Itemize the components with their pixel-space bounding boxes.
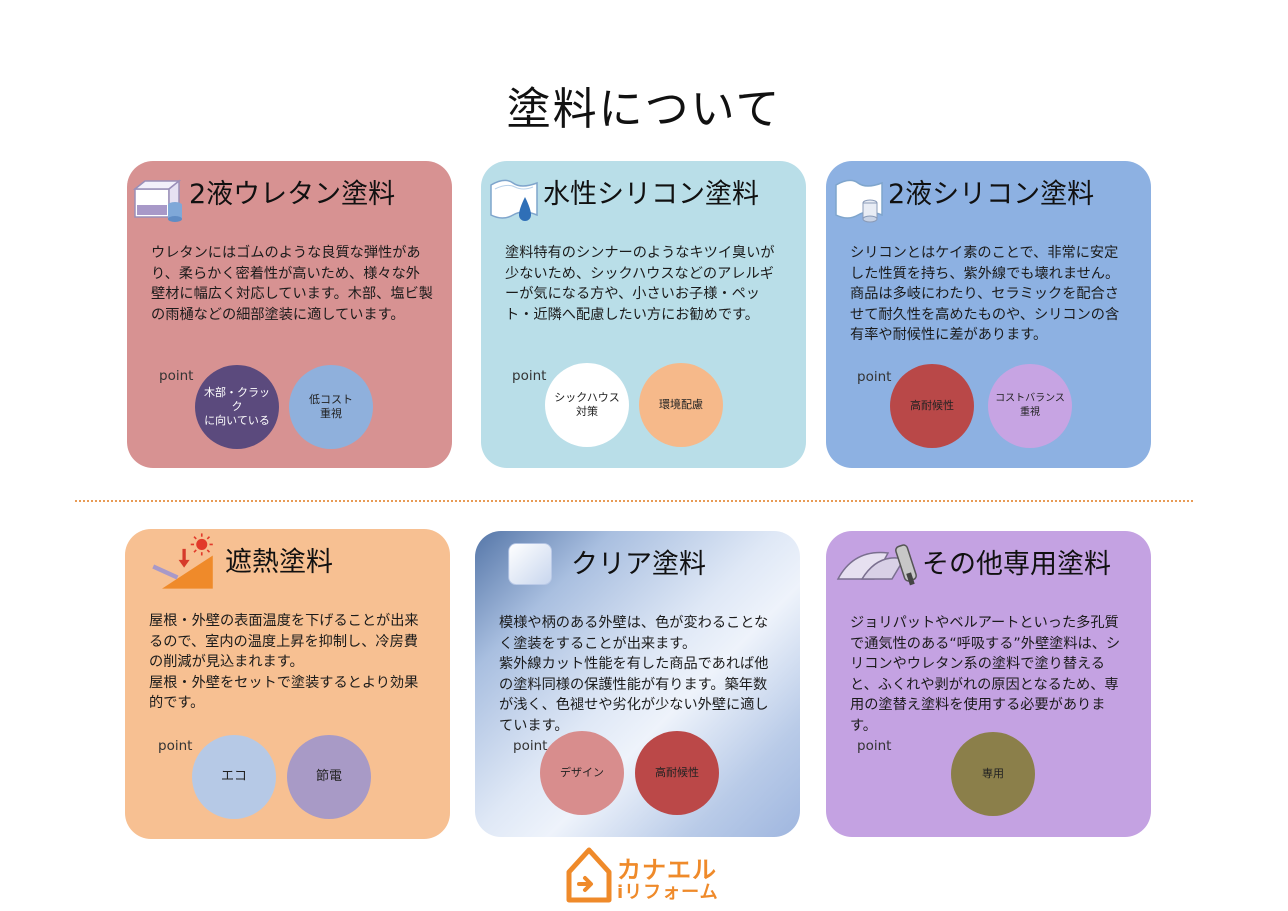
point-label: point: [159, 368, 194, 384]
point-label: point: [513, 738, 548, 754]
point-badge: 専用: [951, 732, 1035, 816]
clear-block-icon: [508, 543, 553, 586]
point-badge: 環境配慮: [639, 363, 723, 447]
card-title: 2液シリコン塗料: [888, 179, 1095, 210]
point-badge: コストバランス 重視: [988, 364, 1072, 448]
point-badge: 低コスト 重視: [289, 365, 373, 449]
point-badge: シックハウス 対策: [545, 363, 629, 447]
paint-can-icon: [132, 179, 182, 222]
water-drop-icon: [490, 179, 538, 221]
card-2-liquid-silicone: 2液シリコン塗料 シリコンとはケイ素のことで、非常に安定した性質を持ち、紫外線で…: [826, 161, 1151, 468]
point-badge: エコ: [192, 735, 276, 819]
card-description: 塗料特有のシンナーのようなキツイ臭いが少ないため、シックハウスなどのアレルギーが…: [505, 245, 775, 323]
point-badge: 節電: [287, 735, 371, 819]
company-logo: カナエル iリフォーム: [565, 846, 725, 904]
card-title: 遮熱塗料: [225, 547, 333, 578]
card-title: 水性シリコン塗料: [543, 179, 759, 210]
paint-can-icon: [835, 179, 883, 223]
point-label: point: [158, 738, 193, 754]
card-description: シリコンとはケイ素のことで、非常に安定した性質を持ち、紫外線でも壊れません。商品…: [850, 245, 1120, 343]
point-badge: 木部・クラック に向いている: [195, 365, 279, 449]
point-label: point: [512, 368, 547, 384]
card-title: クリア塗料: [571, 549, 706, 580]
point-label: point: [857, 369, 892, 385]
trowel-icon: [836, 544, 917, 586]
point-badge: 高耐候性: [635, 731, 719, 815]
dotted-divider: [75, 500, 1193, 502]
card-2-liquid-urethane: 2液ウレタン塗料 ウレタンにはゴムのような良質な弾性があり、柔らかく密着性が高い…: [127, 161, 452, 468]
card-title: その他専用塗料: [922, 549, 1111, 580]
sun-roof-icon: [152, 533, 213, 589]
page-title: 塗料について: [506, 84, 782, 135]
card-title: 2液ウレタン塗料: [189, 179, 396, 210]
card-heat-shield: 遮熱塗料 屋根・外壁の表面温度を下げることが出来るので、室内の温度上昇を抑制し、…: [125, 529, 450, 839]
card-description: 屋根・外壁の表面温度を下げることが出来るので、室内の温度上昇を抑制し、冷房費の削…: [149, 613, 419, 711]
point-badge: デザイン: [540, 731, 624, 815]
logo-text-line1: カナエル: [617, 856, 717, 884]
card-water-silicone: 水性シリコン塗料 塗料特有のシンナーのようなキツイ臭いが少ないため、シックハウス…: [481, 161, 806, 468]
house-logo-icon: [566, 847, 612, 903]
card-description: ジョリパットやベルアートといった多孔質で通気性のある“呼吸する”外壁塗料は、シリ…: [850, 615, 1121, 734]
logo-text-line2: iリフォーム: [617, 882, 719, 903]
card-other-special: その他専用塗料 ジョリパットやベルアートといった多孔質で通気性のある“呼吸する”…: [826, 531, 1151, 837]
card-clear-paint: クリア塗料 模様や柄のある外壁は、色が変わることなく塗装をすることが出来ます。 …: [475, 531, 800, 837]
point-badge: 高耐候性: [890, 364, 974, 448]
point-label: point: [857, 738, 892, 754]
card-description: 模様や柄のある外壁は、色が変わることなく塗装をすることが出来ます。 紫外線カット…: [499, 615, 769, 734]
card-description: ウレタンにはゴムのような良質な弾性があり、柔らかく密着性が高いため、様々な外壁材…: [151, 245, 433, 323]
